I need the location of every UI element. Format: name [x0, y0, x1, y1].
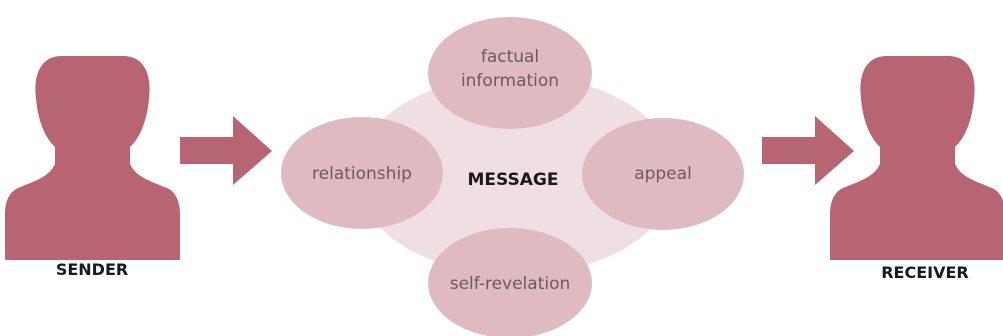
sender-label: SENDER: [56, 260, 128, 279]
message-label: MESSAGE: [468, 170, 559, 190]
arrow-message-to-receiver: [762, 116, 854, 185]
aspect-top-line1: factual: [481, 47, 539, 67]
aspect-left-label: relationship: [312, 164, 412, 184]
receiver-label: RECEIVER: [881, 263, 969, 282]
aspect-top-line2: information: [461, 71, 559, 91]
arrow-sender-to-message: [180, 116, 272, 185]
receiver-person-icon: [830, 56, 1003, 260]
aspect-right-label: appeal: [634, 164, 692, 184]
sender-person-icon: [5, 56, 180, 260]
aspect-bottom-label: self-revelation: [450, 274, 571, 294]
message-center-blob: [356, 75, 676, 275]
bubble-factual-information: [428, 17, 592, 129]
bubble-relationship: [281, 117, 443, 229]
bubble-appeal: [582, 118, 744, 230]
bubble-self-revelation: [428, 228, 592, 336]
